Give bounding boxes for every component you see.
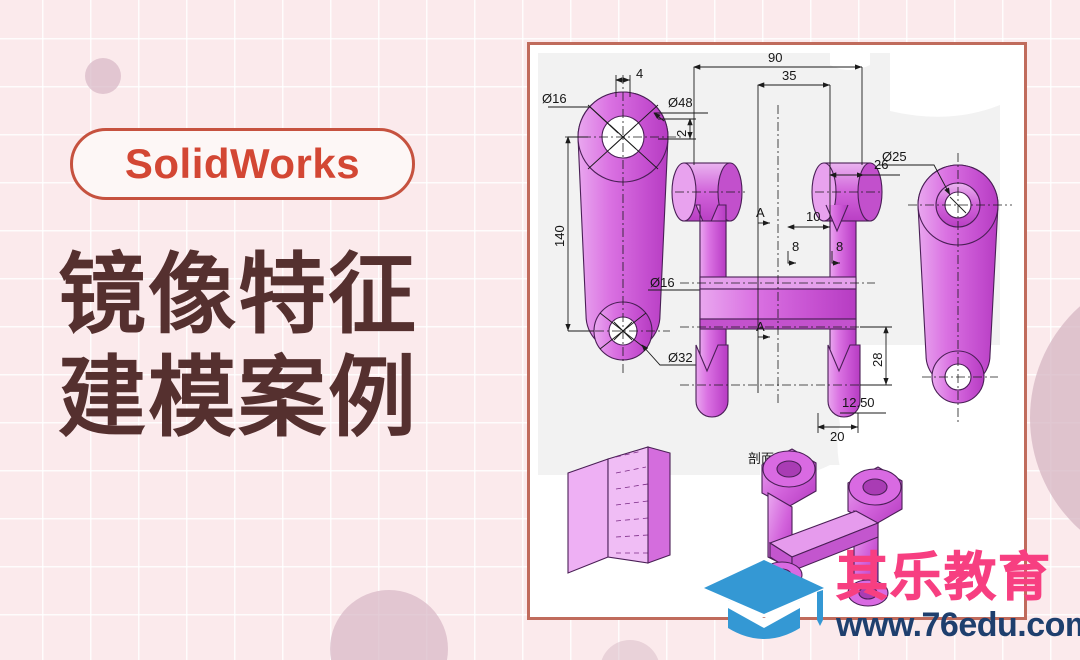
brand-pill-badge: SolidWorks [70,128,415,200]
dim-label: Ø32 [668,350,693,365]
headline-column: SolidWorks 镜像特征 建模案例 [0,0,500,660]
view-right-link [908,153,1012,425]
decor-circle-bottom-mid [600,640,660,660]
page-title-line-2: 建模案例 [58,345,419,449]
technical-drawing-frame: Ø16 Ø48 4 2 [527,42,1027,620]
dim-label: 8 [836,239,843,254]
dim-dia25: Ø25 [878,149,951,196]
dim-height28: 28 [860,326,892,386]
dim-label: 140 [552,225,567,247]
dim-dia16-bottom-left: Ø16 [648,275,700,291]
dim-dia32: Ø32 [641,344,710,366]
dim-width4: 4 [615,66,643,97]
dim-dia16-top-left: Ø16 [542,91,619,134]
dim-dist12-50: 12.50 [840,395,886,414]
logo-name-cn: 其乐教育 [836,548,1053,608]
technical-drawing: Ø16 Ø48 4 2 [538,50,1012,607]
logo-website-url: www.76edu.com [836,606,1080,644]
brand-logo: 其乐教育 www.76edu.com [700,552,1080,648]
dim-dia48: Ø48 [653,95,708,122]
page-title-line-1: 镜像特征 [58,243,419,346]
view-section-assembly [671,105,883,418]
logo-text-column: 其乐教育 www.76edu.com [836,548,1080,644]
dim-label: 26 [874,157,888,172]
dim-label: Ø16 [542,91,567,106]
dim-label: 35 [782,68,796,83]
brand-pill-label: SolidWorks [124,140,361,187]
dim-label: A [756,205,765,220]
dim-label: 10 [806,209,820,224]
dim-label: 20 [830,429,844,444]
dim-width10: 10 [787,209,830,230]
section-mark-a-bottom: A [756,319,770,340]
section-mark-a-top: A [756,205,770,226]
graduation-cap-icon [704,560,824,639]
decor-circle-top-left [85,58,121,94]
dim-label: Ø16 [650,275,675,290]
page-title: 镜像特征 建模案例 [58,243,488,450]
view-front-link [565,75,682,375]
dim-span35: 35 [757,68,831,393]
dim-label: Ø25 [882,149,907,164]
dim-height140: 140 [552,136,594,332]
dim-depth2: 2 [658,118,696,140]
dim-thk8-right: 8 [831,239,843,266]
dim-thk8-left: 8 [787,239,799,266]
dim-label: 28 [870,353,885,367]
dim-label: 12.50 [842,395,875,410]
dim-span90: 90 [693,50,863,165]
dim-label: 2 [674,130,689,137]
dim-label: 4 [636,66,643,81]
dim-label: 90 [768,50,782,65]
dim-width26: 26 [829,157,900,178]
dim-width20: 20 [817,413,859,444]
view-isometric-section [567,446,671,574]
dim-label: 8 [792,239,799,254]
dim-label: Ø48 [668,95,693,110]
dim-label: A [756,319,765,334]
